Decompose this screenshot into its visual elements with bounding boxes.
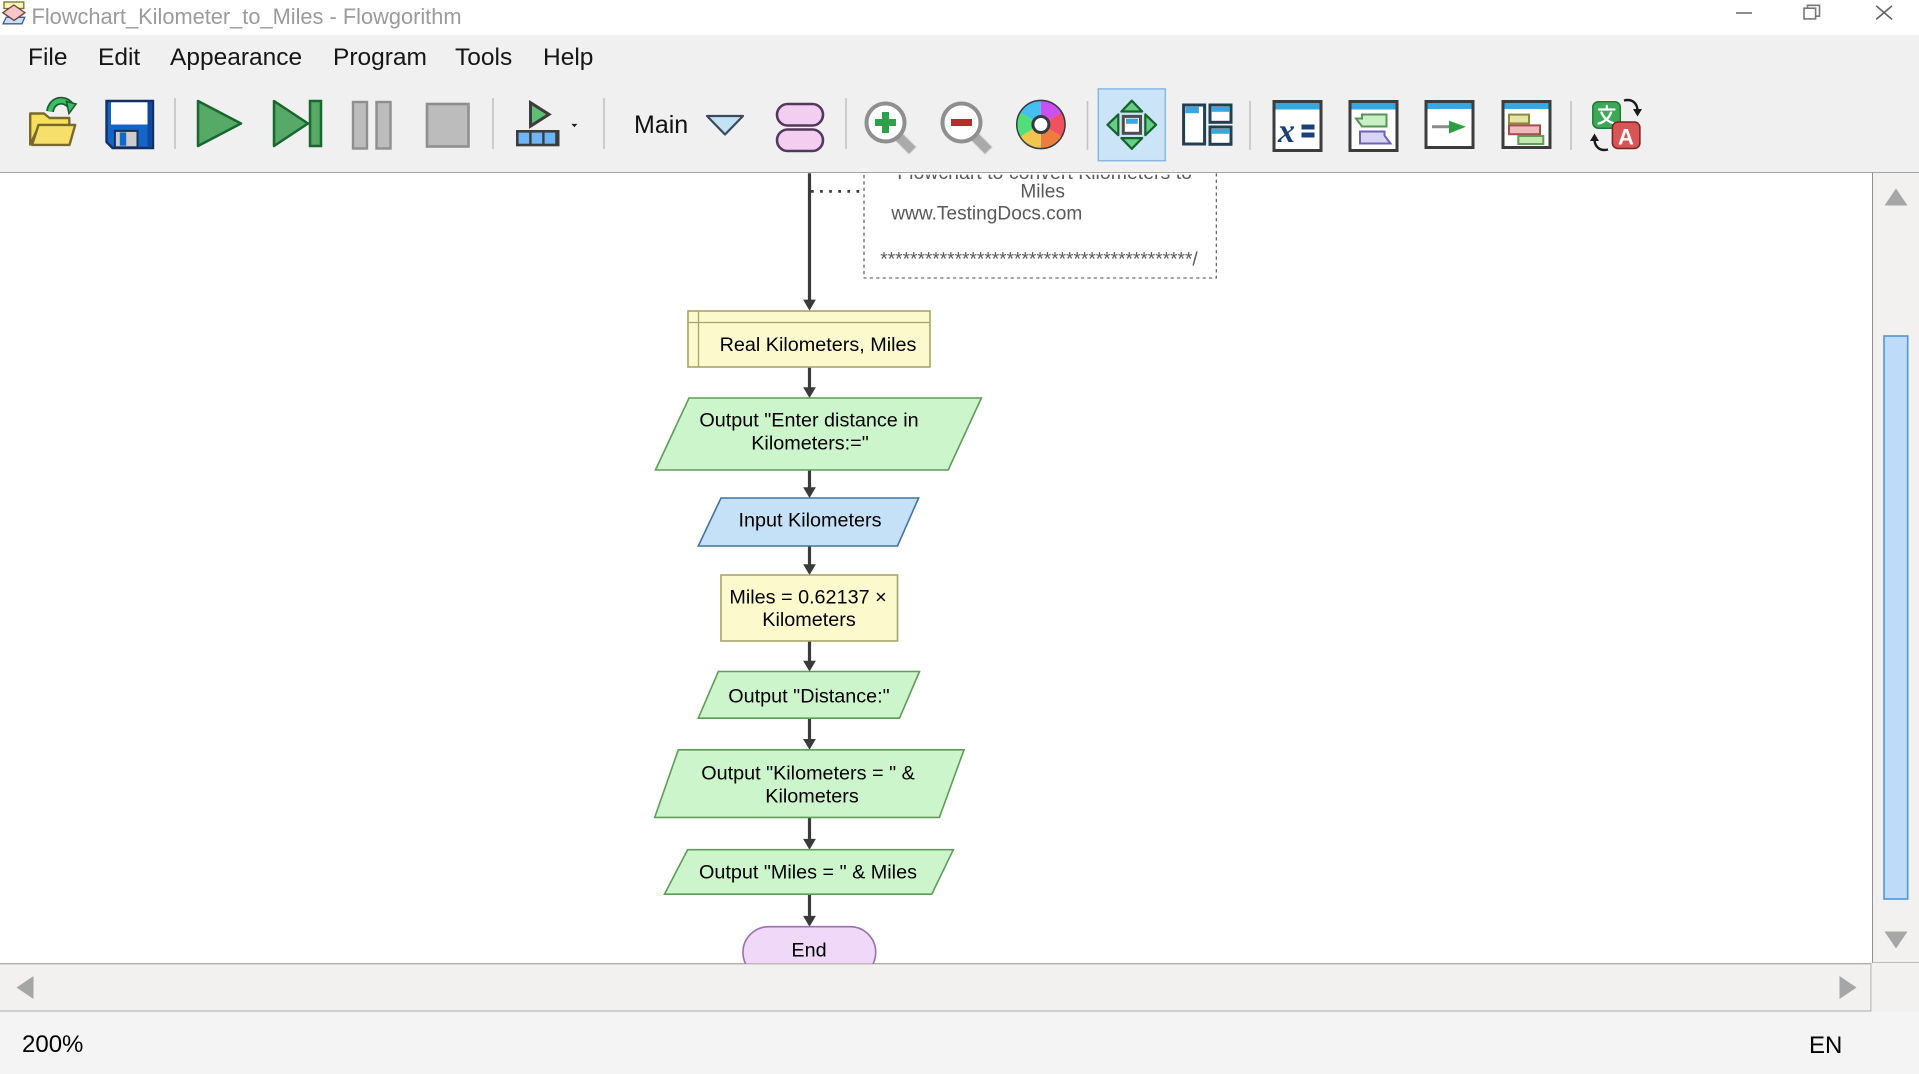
svg-text:x: x — [1277, 113, 1295, 150]
svg-text:Kilometers:=": Kilometers:=" — [751, 433, 869, 455]
svg-text:******************************: ****************************************… — [880, 250, 1198, 271]
svg-text:Output "Distance:": Output "Distance:" — [728, 686, 889, 708]
svg-text:Input Kilometers: Input Kilometers — [739, 510, 882, 532]
svg-text:Help: Help — [543, 44, 593, 71]
svg-text:A: A — [1618, 125, 1634, 150]
svg-text:Kilometers: Kilometers — [765, 785, 859, 807]
svg-text:Kilometers: Kilometers — [762, 609, 856, 631]
svg-text:Miles = 0.62137 ×: Miles = 0.62137 × — [729, 586, 886, 608]
svg-text:Output "Miles = " & Miles: Output "Miles = " & Miles — [699, 862, 917, 884]
svg-text:Miles: Miles — [1020, 182, 1065, 203]
svg-text:Flowchart to convert Kilometer: Flowchart to convert Kilometers to — [897, 162, 1192, 184]
svg-text:End: End — [791, 939, 826, 961]
svg-text:www.TestingDocs.com: www.TestingDocs.com — [890, 203, 1082, 224]
svg-text:Output "Kilometers = " &: Output "Kilometers = " & — [701, 763, 915, 785]
svg-text:200%: 200% — [22, 1031, 83, 1058]
svg-text:Flowchart_Kilometer_to_Miles -: Flowchart_Kilometer_to_Miles - Flowgorit… — [32, 4, 462, 29]
svg-text:Output "Enter distance in: Output "Enter distance in — [699, 410, 918, 432]
svg-text:Appearance: Appearance — [170, 44, 302, 71]
svg-text:File: File — [28, 44, 67, 71]
svg-text:Tools: Tools — [455, 44, 512, 71]
svg-text:EN: EN — [1809, 1032, 1842, 1059]
svg-text:Real Kilometers, Miles: Real Kilometers, Miles — [720, 334, 917, 356]
svg-text:Program: Program — [333, 44, 427, 71]
svg-text:Edit: Edit — [98, 44, 140, 71]
svg-text:Main: Main — [634, 111, 688, 139]
